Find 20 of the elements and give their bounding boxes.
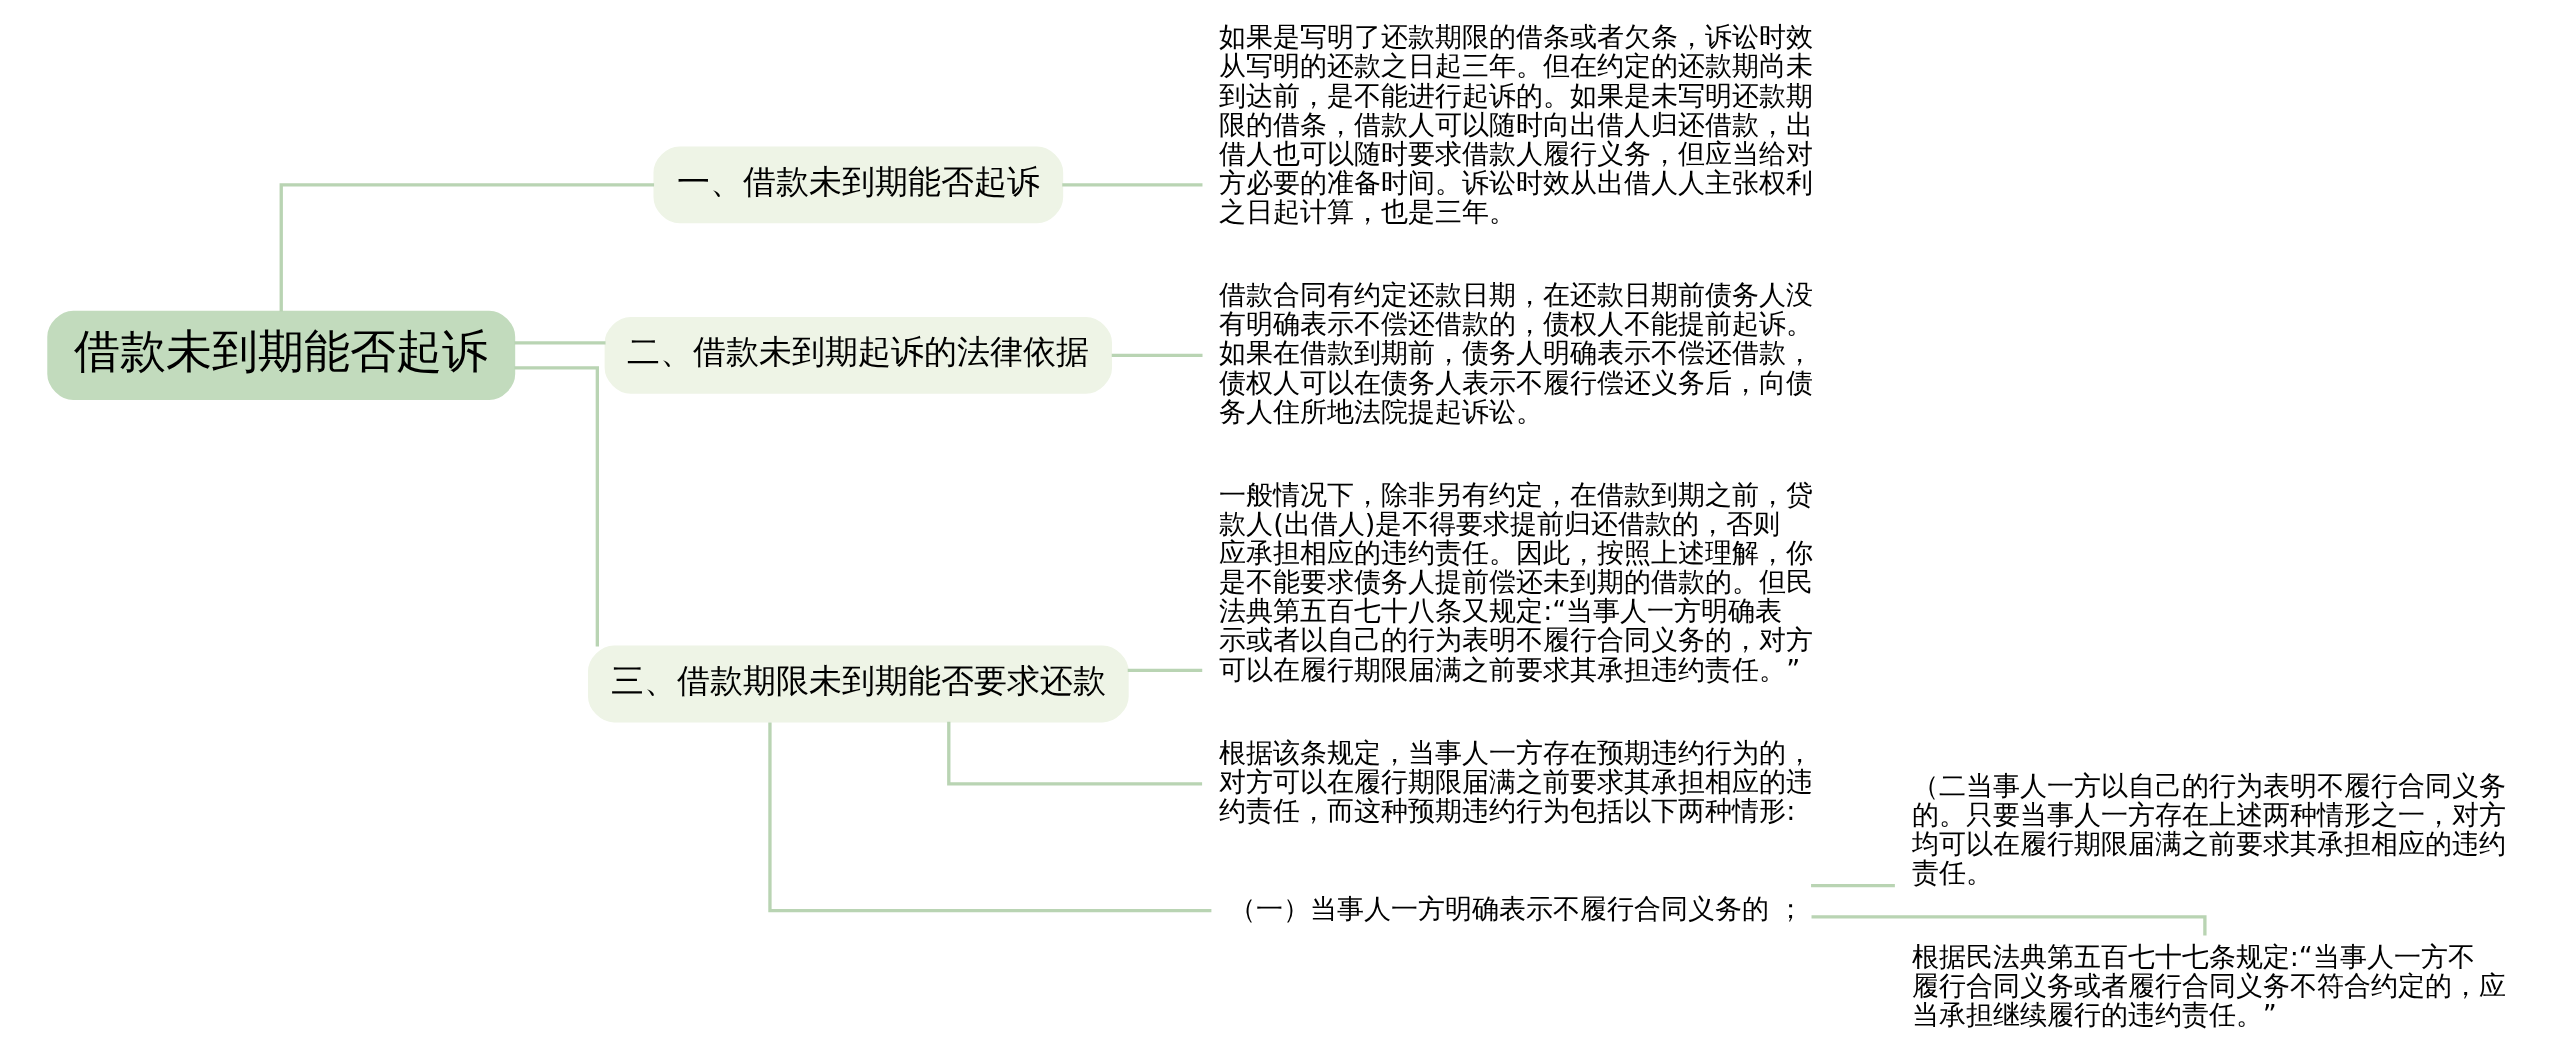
node-box: 借款未到期能否起诉 [46,310,515,401]
node-text: 借款合同有约定还款日期，在还款日期前债务人没有明确表示不偿还借款的，债权人不能提前起诉。如果在借款到期前，债务人明确表示不偿还借款，债权人可以在债务人表示不履行偿还义务后，向债务人住所地法院提起诉讼。 [1218,279,1813,427]
connector [1810,884,1895,888]
node-box: 三、借款期限未到期能否要求还款 [587,645,1129,723]
connector [946,721,1202,786]
node-box: 二、借款未到期起诉的法律依据 [604,316,1112,394]
connector [767,722,1211,913]
connector [1111,353,1202,358]
connector [513,366,599,647]
connector [1127,668,1202,673]
node-text: 根据该条规定，当事人一方存在预期违约行为的，对方可以在履行期限届满之前要求其承担相应的违约责任，而这种预期违约行为包括以下两种情形: [1218,736,1813,826]
connector [1061,183,1202,187]
node-text: （二当事人一方以自己的行为表明不履行合同义务的。只要当事人一方存在上述两种情形之一，对方均可以在履行期限届满之前要求其承担相应的违约责任。 [1911,770,2506,889]
node-text: 如果是写明了还款期限的借条或者欠条，诉讼时效从写明的还款之日起三年。但在约定的还款期尚未到达前，是不能进行起诉的。如果是未写明还款期限的借条，借款人可以随时向出借人归还借款，出借人也可以随时要求借款人履行义务，但应当给对方必要的准备时间。诉讼时效从出借人人主张权利之日起计算，也是三年。 [1218,21,1813,228]
connector [279,183,654,312]
node-box: 一、借款未到期能否起诉 [653,146,1063,224]
node-text: 根据民法典第五百七十七条规定:“当事人一方不履行合同义务或者履行合同义务不符合约定的，应当承担继续履行的违约责任。” [1911,940,2506,1030]
node-text: 一般情况下，除非另有约定，在借款到期之前，贷款人(出借人)是不得要求提前归还借款的，否则应承担相应的违约责任。因此，按照上述理解，你是不能要求债务人提前偿还未到期的借款的。但民法典第五百七十八条又规定:“当事人一方明确表示或者以自己的行为表明不履行合同义务的，对方可以在履行期限届满之前要求其承担违约责任。” [1218,478,1813,685]
connector [513,341,606,345]
node-text: （一）当事人一方明确表示不履行合同义务的 ； [1228,892,1804,924]
